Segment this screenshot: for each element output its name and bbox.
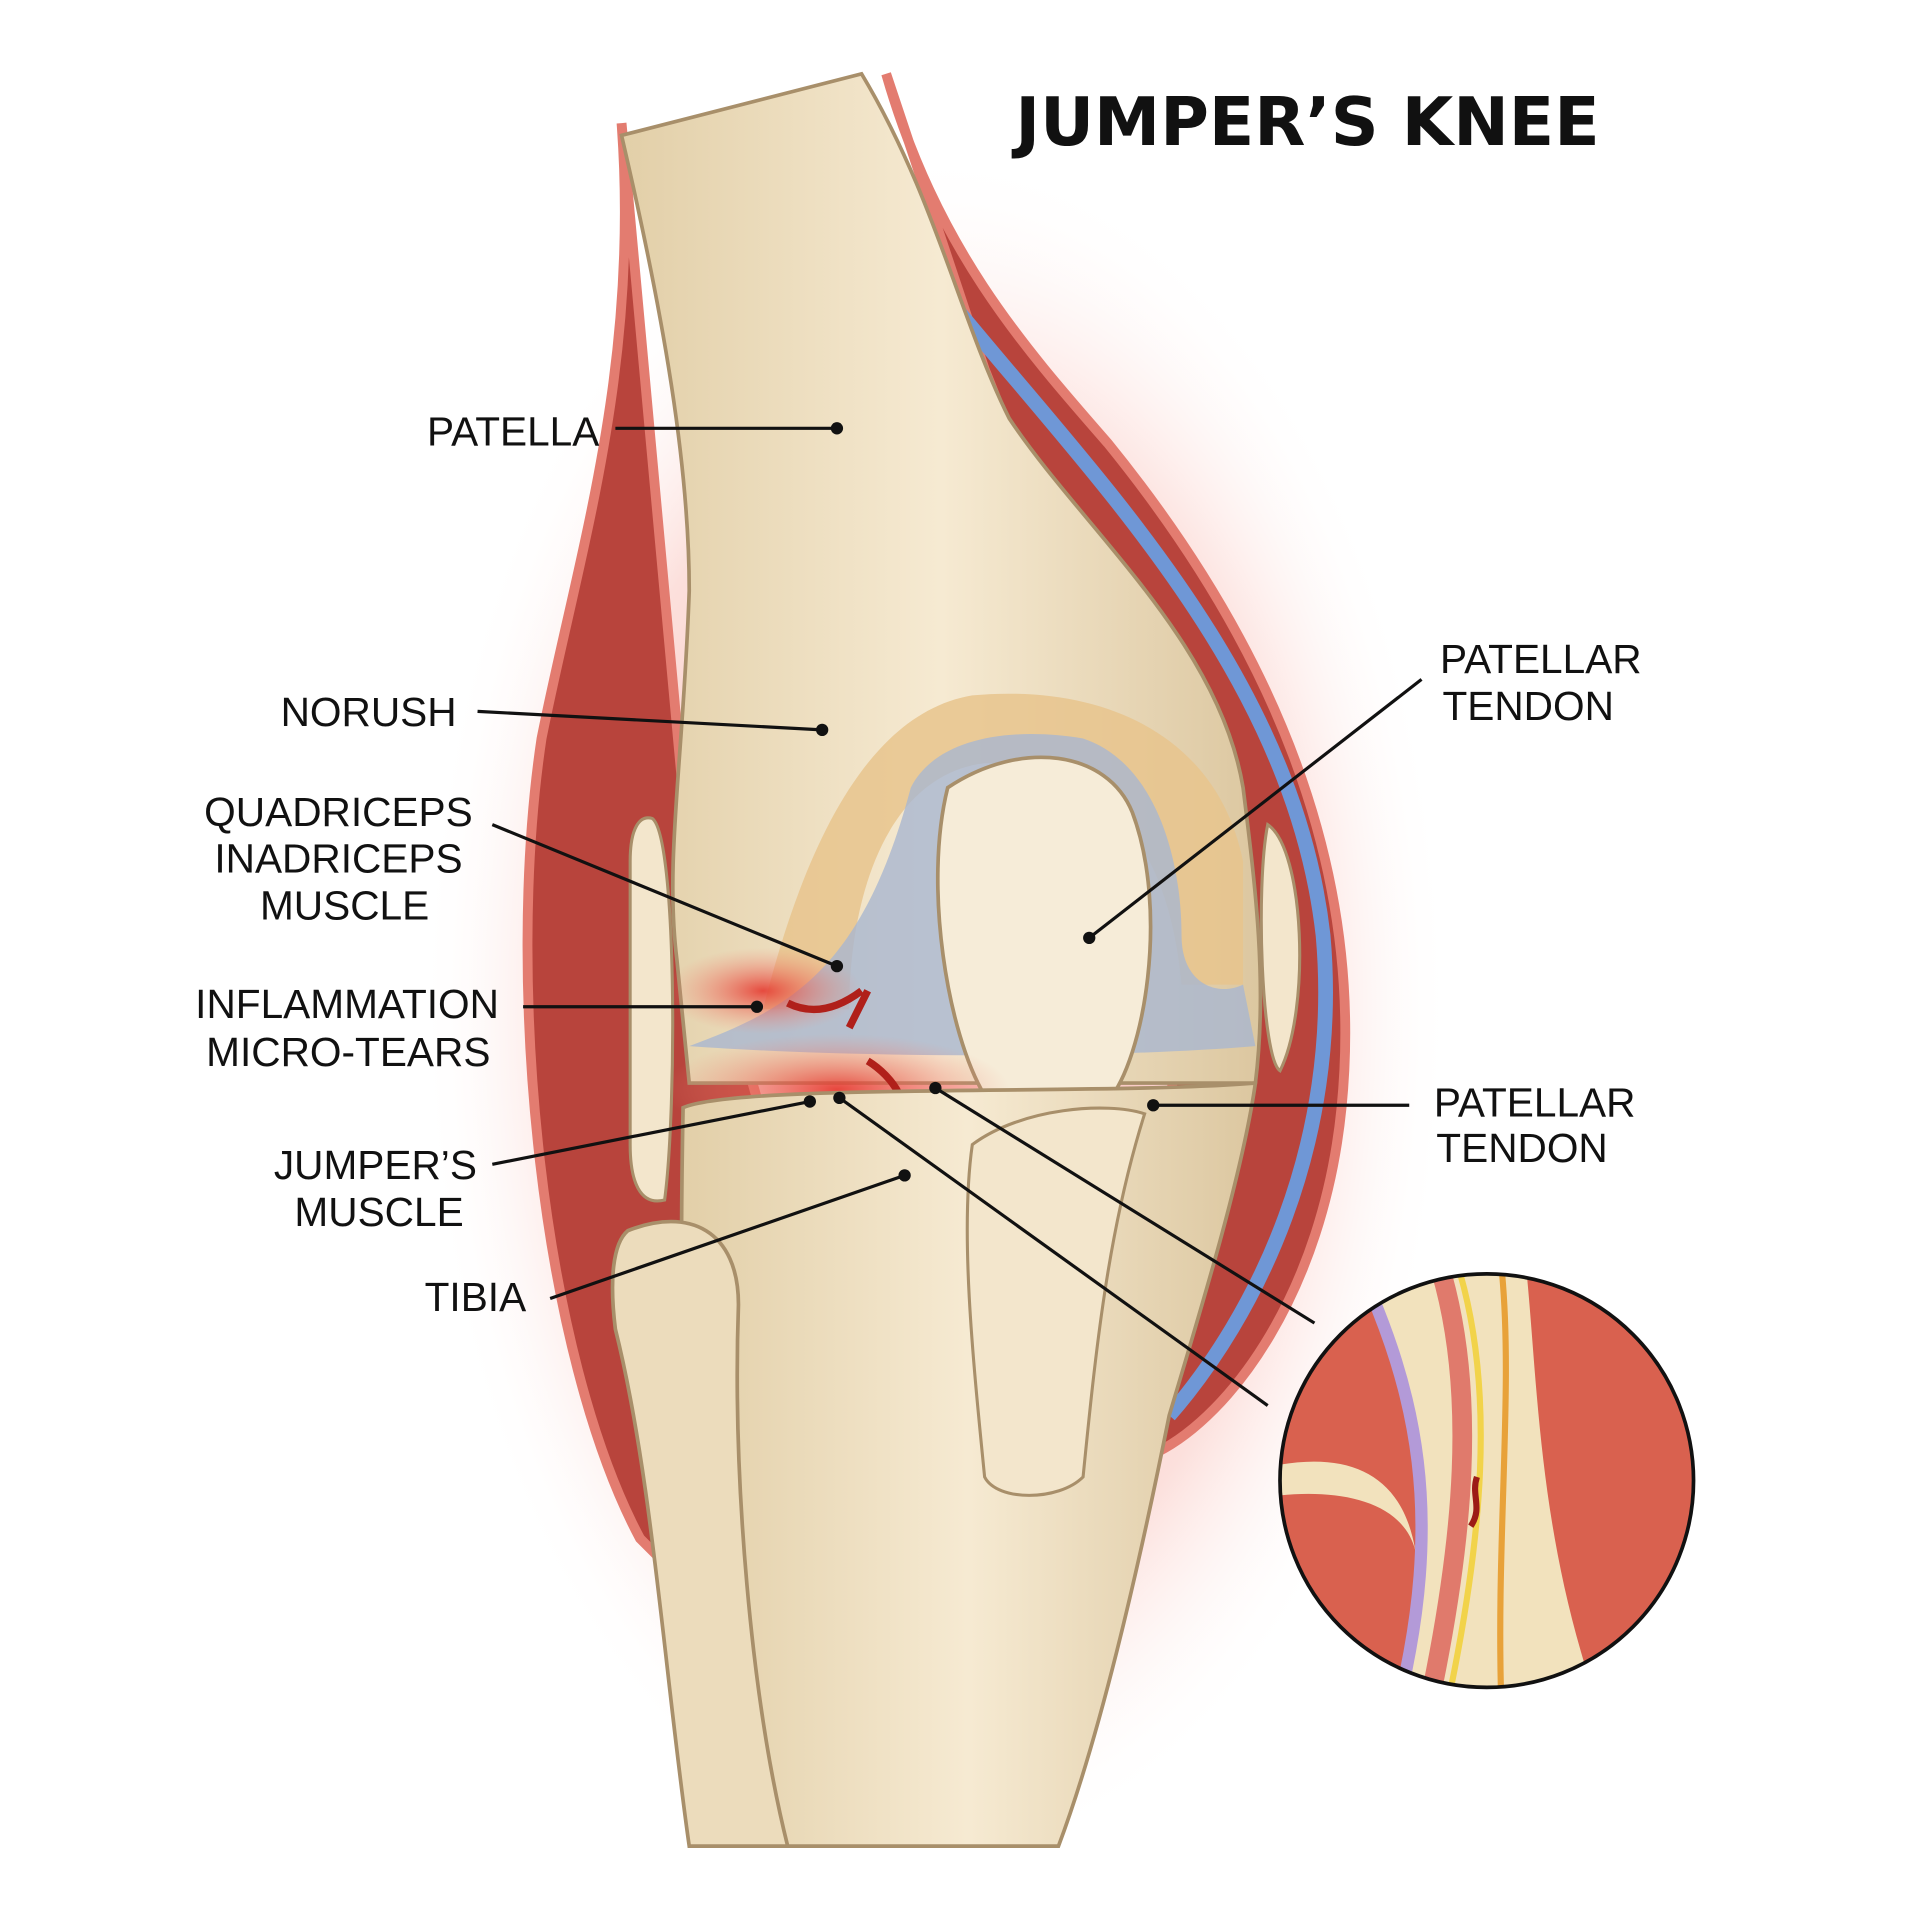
inflamed-zone-upper [664,947,862,1034]
label-patellar-tendon-lower-2: TENDON [1436,1125,1607,1171]
label-jumpers-muscle-1: JUMPER’S [274,1142,477,1188]
blood-vessel [929,278,1333,1421]
label-quadriceps-1: QUADRICEPS [204,789,473,835]
label-patellar-tendon-lower-1: PATELLAR [1434,1079,1636,1125]
diagram-title: JUMPER’S KNEE [1011,83,1599,161]
tibial-tuberosity [965,1106,1147,1497]
label-patella: PATELLA [427,409,599,455]
label-inflammation-2: MICRO-TEARS [206,1029,490,1075]
label-patellar-tendon-upper-1: PATELLAR [1440,636,1642,682]
fibula-bone [610,1219,791,1848]
label-norush: NORUSH [281,689,457,735]
label-tibia: TIBIA [425,1274,527,1320]
label-inflammation-1: INFLAMMATION [195,981,499,1027]
label-quadriceps-3: MUSCLE [260,882,429,928]
label-patellar-tendon-upper-2: TENDON [1442,683,1613,729]
tendon-magnified-inset [1278,1272,1696,1690]
label-quadriceps-2: INADRICEPS [214,836,462,882]
leader-lines [477,422,1423,1407]
meniscus-left [628,816,675,1203]
label-jumpers-muscle-2: MUSCLE [294,1189,463,1235]
meniscus-right [1259,822,1302,1074]
